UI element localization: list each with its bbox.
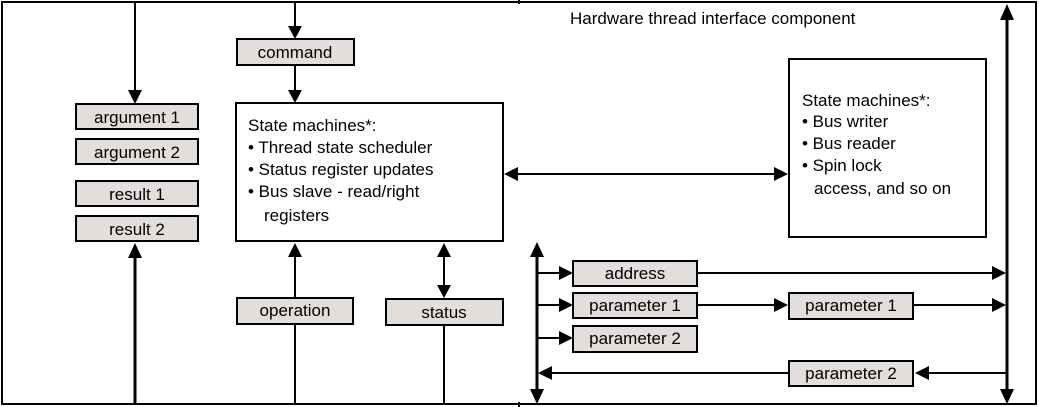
- command-input-arrowhead: [288, 26, 302, 39]
- state-machines-right-item-4: access, and so on: [814, 179, 951, 198]
- register-operation: operation: [236, 297, 354, 325]
- state-machines-left-item-3: • Bus slave - read/right: [248, 182, 420, 201]
- bus-to-parameter-2-arrowhead: [559, 331, 573, 345]
- bus-to-address-arrowhead: [559, 266, 573, 280]
- external-bus-arrowhead-top: [1000, 4, 1014, 20]
- component-title: Hardware thread interface component: [570, 9, 856, 28]
- command-to-sm-arrowhead: [288, 90, 302, 103]
- state-machines-right-heading: State machines*:: [802, 91, 931, 110]
- register-result-1-label: result 1: [109, 185, 165, 204]
- register-argument-1-label: argument 1: [94, 108, 180, 127]
- register-result-2-label: result 2: [109, 220, 165, 239]
- register-parameter-1-right: parameter 1: [788, 292, 914, 320]
- parameter-1-to-bus-arrowhead: [992, 298, 1006, 312]
- bus-to-parameter-2-right-arrowhead: [915, 366, 929, 380]
- register-operation-label: operation: [260, 301, 331, 320]
- register-parameter-1-left: parameter 1: [572, 292, 698, 319]
- sm-link-arrowhead-right: [774, 167, 788, 181]
- register-argument-1: argument 1: [75, 103, 199, 130]
- state-machines-left-item-4: registers: [264, 206, 329, 225]
- parameter-2-to-internal-bus-arrowhead: [538, 366, 552, 380]
- result-output-arrowhead: [128, 243, 142, 258]
- arg-input-arrowhead: [128, 90, 142, 104]
- state-machines-left-box: [235, 102, 504, 242]
- state-machines-right-item-1: • Bus writer: [802, 112, 889, 131]
- register-parameter-2-left-label: parameter 2: [589, 329, 681, 348]
- register-argument-2: argument 2: [75, 138, 199, 165]
- register-parameter-2-right-label: parameter 2: [805, 364, 897, 383]
- register-address-label: address: [605, 264, 665, 283]
- register-parameter-1-left-label: parameter 1: [589, 296, 681, 315]
- state-machines-left-heading: State machines*:: [248, 116, 377, 135]
- state-machines-right-box: [788, 58, 987, 238]
- status-to-sm-arrowhead: [437, 243, 451, 257]
- address-to-bus-arrowhead: [992, 266, 1006, 280]
- register-result-1: result 1: [75, 180, 199, 207]
- sm-to-status-arrowhead: [437, 285, 451, 298]
- register-command-label: command: [258, 43, 333, 62]
- register-parameter-2-right: parameter 2: [788, 360, 914, 387]
- internal-bus-arrowhead-bottom: [530, 389, 544, 404]
- internal-bus-arrowhead-top: [530, 242, 544, 257]
- register-address: address: [572, 260, 698, 287]
- state-machines-right-item-2: • Bus reader: [802, 134, 896, 153]
- register-argument-2-label: argument 2: [94, 143, 180, 162]
- sm-link-arrowhead-left: [504, 167, 518, 181]
- register-parameter-1-right-label: parameter 1: [805, 296, 897, 315]
- state-machines-right-item-3: • Spin lock: [802, 156, 882, 175]
- operation-to-sm-arrowhead: [288, 243, 302, 257]
- bus-to-parameter-1-arrowhead: [559, 298, 573, 312]
- register-result-2: result 2: [75, 215, 199, 242]
- register-parameter-2-left: parameter 2: [572, 325, 698, 353]
- register-status: status: [385, 298, 504, 326]
- parameter-1-transfer-arrowhead: [774, 298, 788, 312]
- state-machines-left-item-2: • Status register updates: [248, 160, 434, 179]
- register-status-label: status: [421, 303, 466, 322]
- register-command: command: [236, 38, 355, 66]
- state-machines-left-item-1: • Thread state scheduler: [248, 138, 433, 157]
- external-bus-arrowhead-bottom: [1000, 389, 1014, 404]
